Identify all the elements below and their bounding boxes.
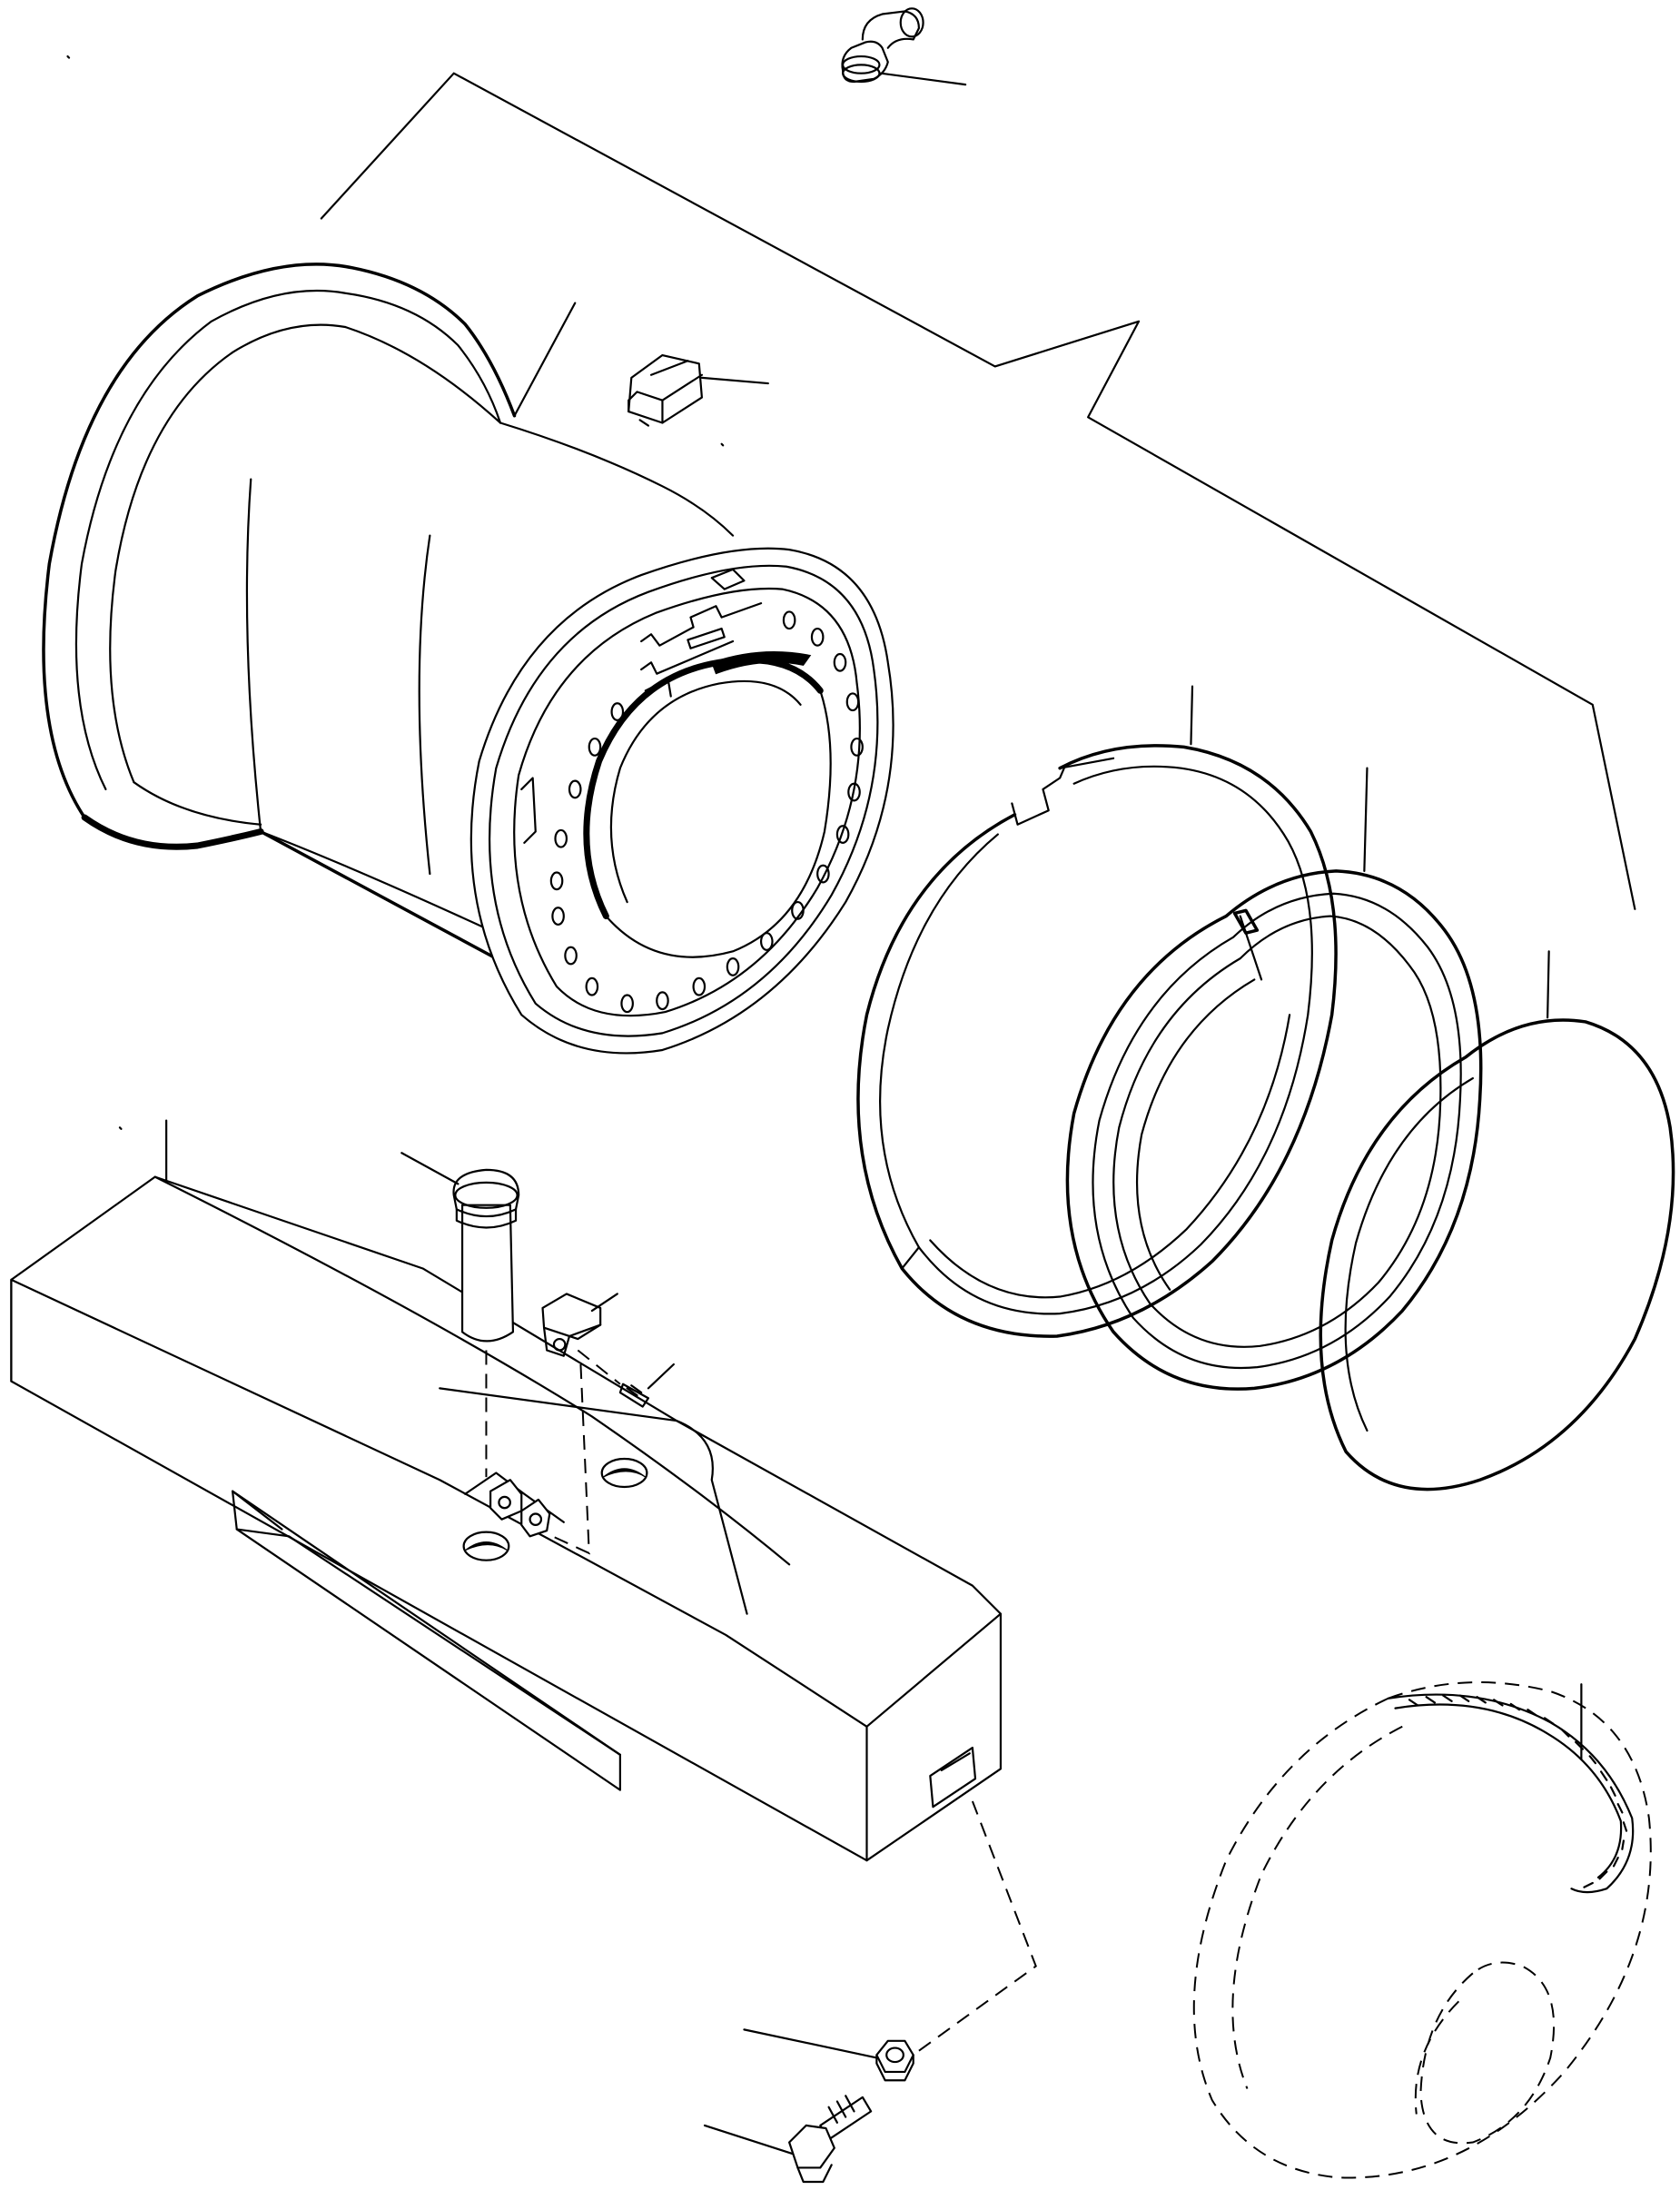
- lock-key-part: [628, 355, 702, 426]
- hex-nut-part: [876, 2041, 913, 2080]
- pin-part: [454, 1170, 519, 1342]
- leader-wheel-rim: [514, 303, 575, 416]
- leader-spring-pin: [648, 1364, 674, 1388]
- retainer-clip-part: [543, 1293, 601, 1355]
- lower-clip-parts: [490, 1480, 549, 1536]
- stray-mark: [120, 1127, 122, 1129]
- lock-ring-part: [1067, 871, 1480, 1389]
- side-ring-part: [858, 746, 1336, 1336]
- assembly-line-spring: [578, 1350, 620, 1383]
- leader-side-ring: [1191, 687, 1192, 745]
- valve-stem-part: [842, 8, 923, 82]
- group-bracket-line: [321, 74, 1635, 909]
- stray-mark: [722, 444, 724, 446]
- leader-o-ring: [1547, 951, 1549, 1017]
- leader-retainer-clip: [592, 1293, 618, 1311]
- beam-bore-holes: [464, 1459, 647, 1561]
- leader-pin: [401, 1153, 458, 1184]
- leader-lock-ring: [1364, 768, 1367, 871]
- bolt-part: [789, 2096, 871, 2182]
- leader-valve-stem: [881, 74, 965, 84]
- tire-chain-part: [1388, 1695, 1633, 1893]
- leader-bolt: [705, 2126, 792, 2154]
- axle-beam-part: [11, 1177, 1001, 1861]
- leader-lock-key: [702, 378, 768, 383]
- assembly-line-clip: [552, 1364, 588, 1553]
- assembly-line-nut: [919, 1801, 1036, 2051]
- o-ring-part: [1320, 1020, 1673, 1490]
- stray-mark: [67, 56, 69, 58]
- tire-part: [1194, 1682, 1651, 2177]
- leader-hex-nut: [744, 2029, 876, 2057]
- wheel-rim-part: [44, 264, 894, 1053]
- spring-pin-part: [620, 1384, 648, 1407]
